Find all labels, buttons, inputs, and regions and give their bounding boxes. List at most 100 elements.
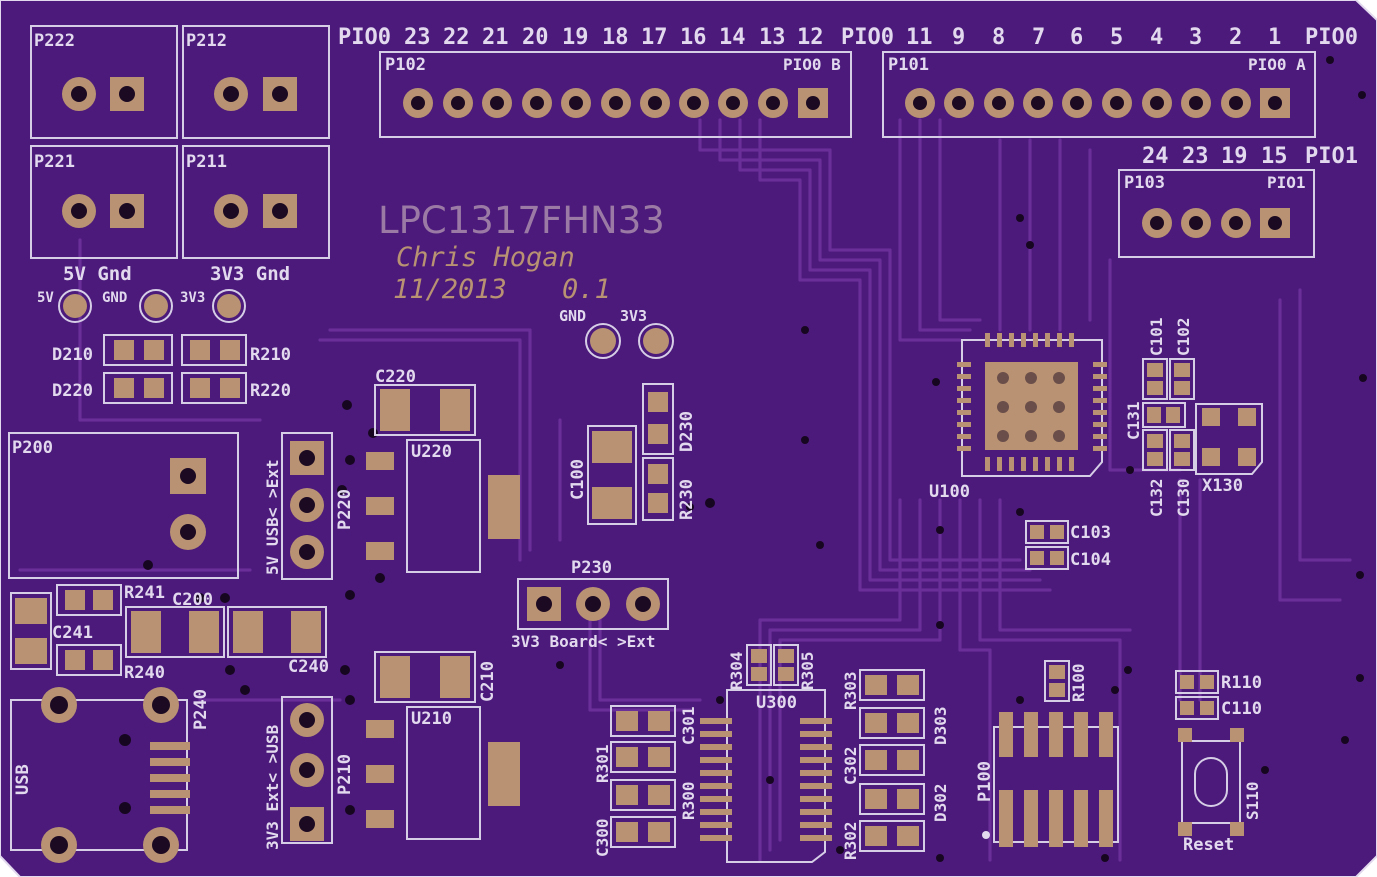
label-r240: R240	[124, 663, 165, 683]
label-c100: C100	[568, 459, 588, 500]
pio1-pin-1: 23	[1182, 144, 1209, 169]
connector-p212: P212	[182, 25, 330, 139]
label-r302: R302	[841, 821, 860, 860]
label-p101: P101	[888, 55, 929, 75]
tp2-3v3-label: 3V3	[620, 307, 647, 325]
jumper-p210: 3V3 Ext< >USB P210	[263, 696, 355, 850]
smd-r302-group: R303 D303 C302 D302 R302	[841, 669, 950, 860]
label-reset: Reset	[1183, 835, 1234, 855]
label-p102-sub: PIO0 B	[783, 55, 841, 74]
label-p240: P240	[191, 689, 211, 730]
label-d220: D220	[52, 381, 93, 401]
pio0-b-pin-3: 20	[522, 25, 549, 50]
label-u220: U220	[411, 442, 452, 462]
label-c300: C300	[593, 818, 612, 857]
pio0-b-pin-1: 22	[443, 25, 470, 50]
pio0-b-pin-0: 23	[404, 25, 431, 50]
copper-traces	[18, 118, 1352, 862]
pio0-b-pin-6: 17	[641, 25, 668, 50]
pio0-a-pin-8: 2	[1229, 25, 1242, 50]
pio0-b-pin-5: 18	[602, 25, 629, 50]
label-c132: C132	[1147, 478, 1166, 517]
pio0-a-pin-2: 8	[992, 25, 1005, 50]
label-p210: P210	[335, 754, 355, 795]
label-d302: D302	[931, 783, 950, 822]
reset-button-group: R110 C110	[1175, 670, 1262, 720]
tp-gnd-label: GND	[102, 290, 127, 306]
label-r230: R230	[677, 479, 697, 520]
smd-c241-r241-r240-c200-c240: C241 R241 R240 C200 C240	[10, 583, 329, 683]
pio0-a-pin-0: 11	[906, 25, 933, 50]
regulator-u220: C220 U220	[366, 367, 520, 573]
usb-connector: USB P240	[10, 687, 211, 863]
label-u100: U100	[929, 482, 970, 502]
label-5v-gnd: 5V Gnd	[63, 263, 132, 285]
pio0-a-pin-7: 3	[1189, 25, 1202, 50]
smd-c100-d230-r230: C100 D230 R230	[568, 383, 697, 525]
label-c103: C103	[1070, 523, 1111, 543]
label-p210-function: 3V3 Ext< >USB	[263, 724, 282, 850]
label-p222: P222	[34, 31, 75, 51]
test-points-power: 5V GND 3V3	[37, 289, 246, 323]
title-block: LPC1317FHN33 Chris Hogan 11/2013 0.1	[378, 199, 665, 305]
label-p230-function: 3V3 Board< >Ext	[511, 632, 656, 651]
pio1-pin-3: 15	[1261, 144, 1288, 169]
label-c110: C110	[1221, 699, 1262, 719]
tp-3v3-label: 3V3	[180, 290, 205, 306]
label-c101: C101	[1147, 317, 1166, 356]
pio0-a-pin-6: 4	[1150, 25, 1163, 50]
label-c220: C220	[375, 367, 416, 387]
header-p103: 24 23 19 15 PIO1 P103 PIO1	[1118, 144, 1358, 258]
label-c240: C240	[288, 657, 329, 677]
label-c301: C301	[679, 706, 698, 745]
pio0-a-pin-9: 1	[1268, 25, 1281, 50]
label-u300: U300	[756, 693, 797, 713]
header-p101: P101 PIO0 A	[882, 51, 1316, 138]
connector-p100: R100 P100	[975, 660, 1119, 847]
mcu-u100: U100	[929, 333, 1107, 502]
label-p220: P220	[335, 489, 355, 530]
test-points-center: GND 3V3	[559, 307, 674, 359]
connector-p211: P211	[182, 145, 330, 259]
pio0-label-left: PIO0	[338, 25, 391, 50]
jumper-p220: 5V USB< >Ext P220	[263, 432, 355, 580]
label-p100: P100	[975, 761, 995, 802]
board-title: LPC1317FHN33	[378, 199, 665, 242]
smd-c103-c104: C103 C104	[1025, 520, 1111, 570]
label-r110: R110	[1221, 673, 1262, 693]
label-r300: R300	[679, 781, 698, 820]
label-r303: R303	[841, 671, 860, 710]
label-p101-sub: PIO0 A	[1248, 55, 1306, 74]
reset-switch-s110[interactable]: S110 Reset	[1178, 728, 1262, 855]
regulator-u210: C210 U210	[366, 651, 520, 840]
label-c130: C130	[1174, 478, 1193, 517]
label-r304: R304	[727, 651, 746, 690]
ic-u300: R304 R305 U300	[700, 644, 832, 863]
label-3v3-gnd: 3V3 Gnd	[210, 263, 290, 285]
smd-d210-r210-d220-r220: D210 R210 D220 R220	[52, 334, 291, 404]
pio0-a-pin-5: 5	[1110, 25, 1123, 50]
pio1-pin-0: 24	[1142, 144, 1169, 169]
pio0-b-pin-8: 14	[719, 25, 746, 50]
tp-5v-label: 5V	[37, 290, 54, 306]
label-c302: C302	[841, 746, 860, 785]
pio0-b-pin-4: 19	[562, 25, 589, 50]
label-c131: C131	[1124, 401, 1143, 440]
pio1-label: PIO1	[1305, 144, 1358, 169]
pio0-a-pin-3: 7	[1032, 25, 1045, 50]
label-p212: P212	[186, 31, 227, 51]
pio0-b-pin-9: 13	[759, 25, 786, 50]
label-p220-function: 5V USB< >Ext	[263, 459, 282, 575]
label-r241: R241	[124, 583, 165, 603]
label-c241: C241	[52, 623, 93, 643]
label-r100: R100	[1069, 663, 1088, 702]
board-version: 0.1	[562, 274, 611, 305]
pio1-pin-2: 19	[1221, 144, 1248, 169]
header-p102: P102 PIO0 B	[379, 51, 852, 138]
tp2-gnd-label: GND	[559, 307, 586, 325]
label-s110: S110	[1243, 781, 1262, 820]
pio0-b-pin-7: 16	[680, 25, 707, 50]
label-u210: U210	[411, 709, 452, 729]
